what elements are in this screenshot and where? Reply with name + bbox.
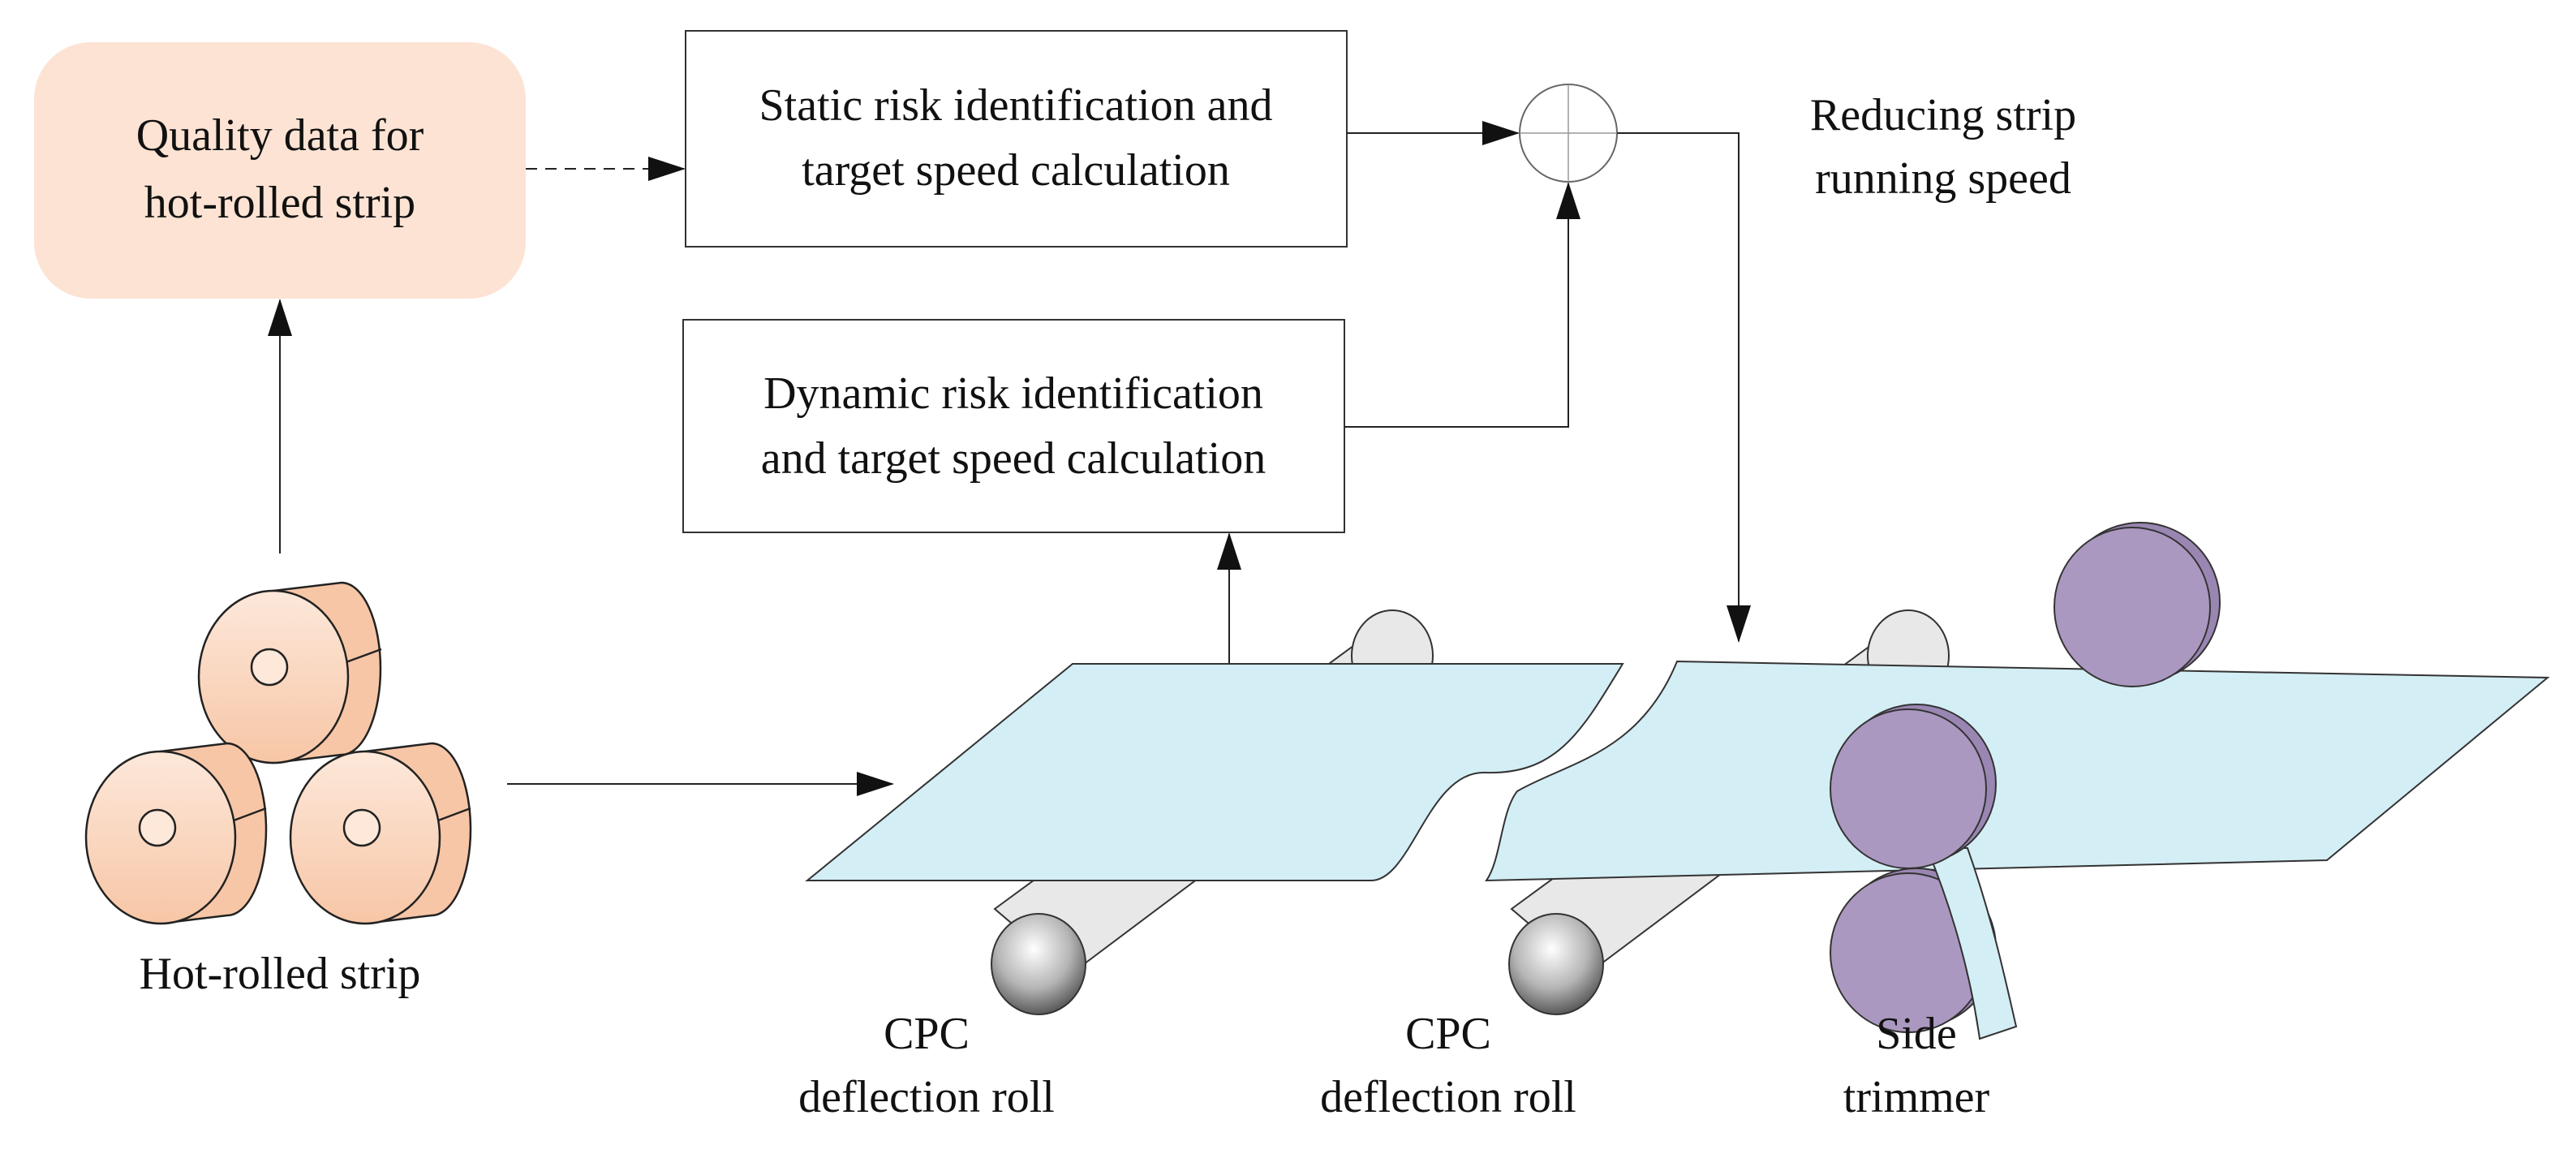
side-trimmer <box>1830 522 2221 1040</box>
cpc2-line1: CPC <box>1405 1009 1491 1059</box>
output-line1: Reducing strip <box>1810 90 2076 140</box>
arrow-dynamic-to-junction <box>1344 182 1580 428</box>
cpc2-line2: deflection roll <box>1320 1072 1576 1122</box>
side-trimmer-line2: trimmer <box>1843 1072 1990 1122</box>
cpc1-line1: CPC <box>884 1009 970 1059</box>
static-risk-line2: target speed calculation <box>802 145 1230 196</box>
static-risk-line1: Static risk identification and <box>759 80 1273 131</box>
hot-rolled-coils <box>84 581 472 925</box>
summing-junction <box>1519 84 1618 183</box>
cpc1-line2: deflection roll <box>798 1072 1055 1122</box>
quality-data-line1: Quality data for <box>136 110 424 161</box>
static-risk-box: Static risk identification and target sp… <box>685 30 1348 248</box>
hot-rolled-strip-label: Hot-rolled strip <box>140 949 421 999</box>
connectors <box>268 121 1751 796</box>
coil-top <box>197 581 382 764</box>
dynamic-risk-line1: Dynamic risk identification <box>763 368 1263 419</box>
dynamic-risk-box: Dynamic risk identification and target s… <box>682 319 1345 533</box>
coil-bottom-right <box>289 742 472 925</box>
dynamic-risk-line2: and target speed calculation <box>761 433 1266 484</box>
quality-data-box: Quality data for hot-rolled strip <box>34 42 526 299</box>
strip-segment-right <box>1485 660 2550 882</box>
arrow-junction-to-strip <box>1617 132 1751 643</box>
output-line2: running speed <box>1815 153 2071 204</box>
quality-data-line2: hot-rolled strip <box>144 178 415 228</box>
coil-bottom-left <box>84 742 268 925</box>
side-trimmer-line1: Side <box>1876 1009 1957 1059</box>
strip-segment-left <box>805 663 1624 881</box>
